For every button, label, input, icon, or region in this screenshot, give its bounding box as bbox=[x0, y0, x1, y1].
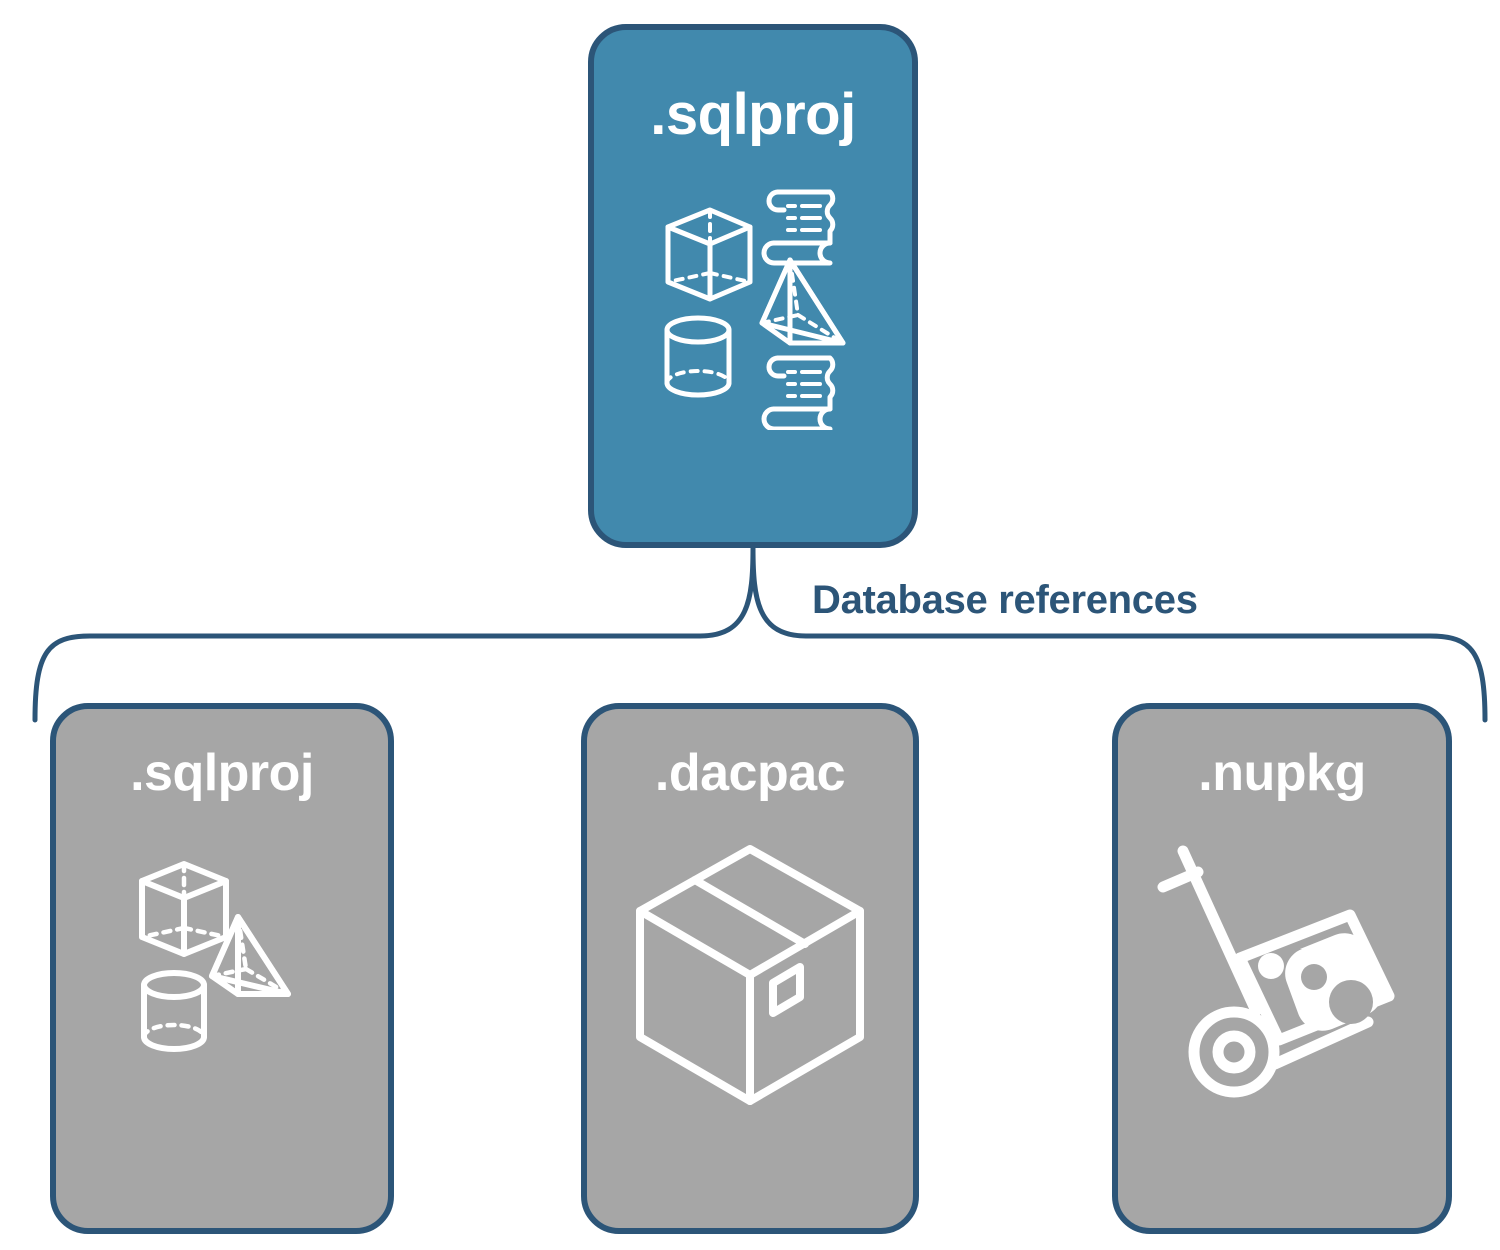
wireframe-cube-icon bbox=[139, 861, 229, 957]
reference-node-label: .sqlproj bbox=[130, 744, 314, 802]
scroll-script-icon bbox=[761, 355, 836, 430]
root-node-sqlproj[interactable]: .sqlproj bbox=[588, 24, 918, 548]
reference-node-nupkg[interactable]: .nupkg bbox=[1112, 703, 1452, 1234]
wireframe-cylinder-icon bbox=[664, 315, 732, 398]
package-box-icon bbox=[636, 845, 864, 1105]
reference-node-sqlproj[interactable]: .sqlproj bbox=[50, 703, 394, 1234]
database-references-brace bbox=[32, 545, 1488, 723]
reference-node-label: .nupkg bbox=[1198, 744, 1366, 802]
nuget-mark-holes bbox=[1301, 964, 1373, 1024]
wireframe-pyramid-icon bbox=[759, 257, 846, 346]
scroll-script-icon bbox=[761, 189, 836, 266]
root-node-label: .sqlproj bbox=[650, 82, 856, 147]
reference-node-dacpac[interactable]: .dacpac bbox=[581, 703, 919, 1234]
reference-node-icon-group bbox=[587, 839, 913, 1119]
root-node-icon-group bbox=[594, 170, 912, 430]
nuget-hand-truck-icon bbox=[1157, 845, 1395, 1098]
reference-node-icon-group bbox=[1118, 839, 1446, 1104]
wireframe-cube-icon bbox=[665, 207, 753, 302]
wireframe-pyramid-icon bbox=[209, 914, 291, 997]
wireframe-cylinder-icon bbox=[141, 970, 207, 1052]
reference-node-icon-group bbox=[56, 839, 388, 1069]
reference-node-label: .dacpac bbox=[654, 744, 846, 802]
connector-label: Database references bbox=[812, 578, 1198, 622]
